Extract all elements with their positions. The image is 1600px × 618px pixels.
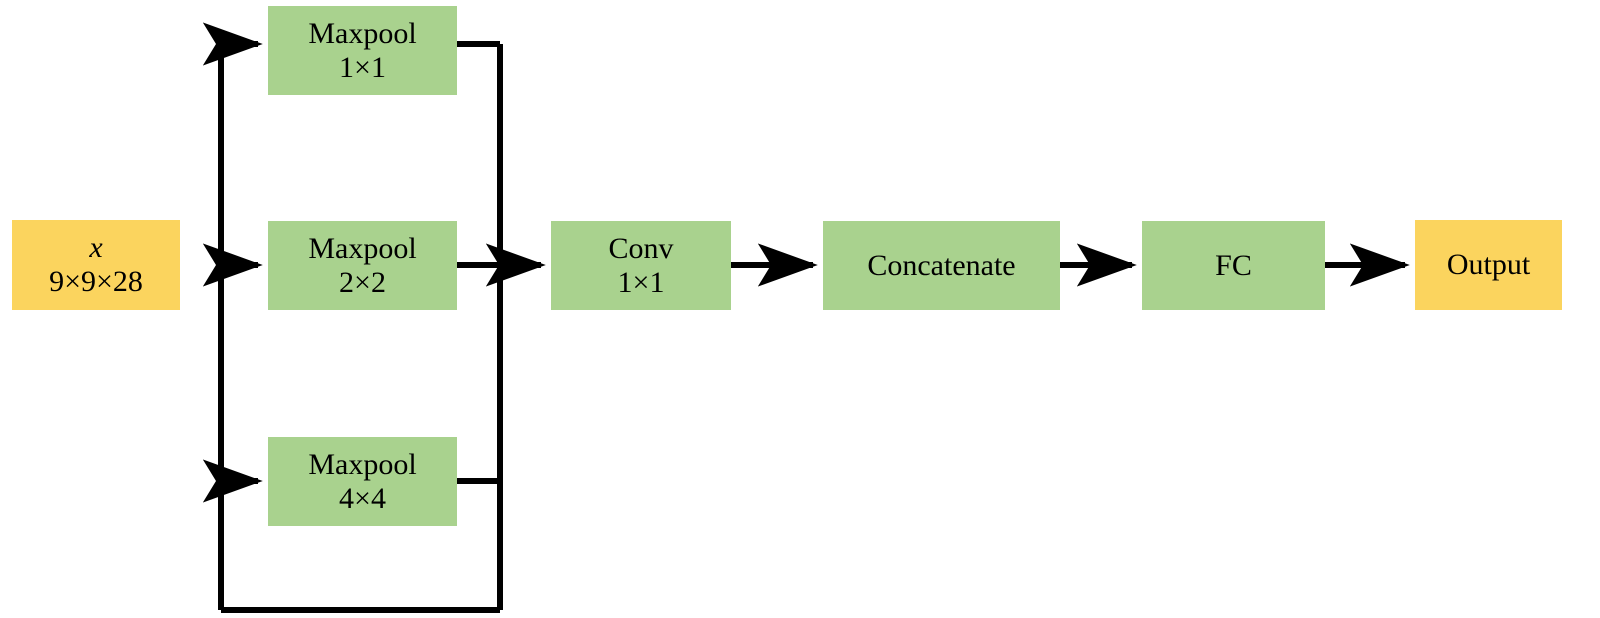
node-conv-1x1-label-1: Conv bbox=[608, 231, 674, 265]
node-maxpool-2x2-label-1: Maxpool bbox=[308, 231, 417, 265]
node-maxpool-4x4-label-2: 4×4 bbox=[339, 481, 386, 515]
node-fc-label-1: FC bbox=[1215, 248, 1252, 282]
node-maxpool-1x1: Maxpool 1×1 bbox=[268, 6, 457, 95]
node-output: Output bbox=[1415, 220, 1562, 310]
node-maxpool-2x2-label-2: 2×2 bbox=[339, 265, 386, 299]
node-maxpool-1x1-label-2: 1×1 bbox=[339, 50, 386, 84]
node-maxpool-1x1-label-1: Maxpool bbox=[308, 16, 417, 50]
node-maxpool-4x4: Maxpool 4×4 bbox=[268, 437, 457, 526]
node-input-x-label-2: 9×9×28 bbox=[49, 265, 143, 298]
node-concatenate-label-1: Concatenate bbox=[867, 248, 1016, 282]
node-conv-1x1: Conv 1×1 bbox=[551, 221, 731, 310]
node-maxpool-4x4-label-1: Maxpool bbox=[308, 447, 417, 481]
node-conv-1x1-label-2: 1×1 bbox=[617, 265, 665, 299]
node-concatenate: Concatenate bbox=[823, 221, 1060, 310]
node-input-x: x 9×9×28 bbox=[12, 220, 180, 310]
node-fc: FC bbox=[1142, 221, 1325, 310]
node-input-x-label-1: x bbox=[89, 231, 103, 265]
node-maxpool-2x2: Maxpool 2×2 bbox=[268, 221, 457, 310]
node-output-label-1: Output bbox=[1446, 248, 1531, 282]
